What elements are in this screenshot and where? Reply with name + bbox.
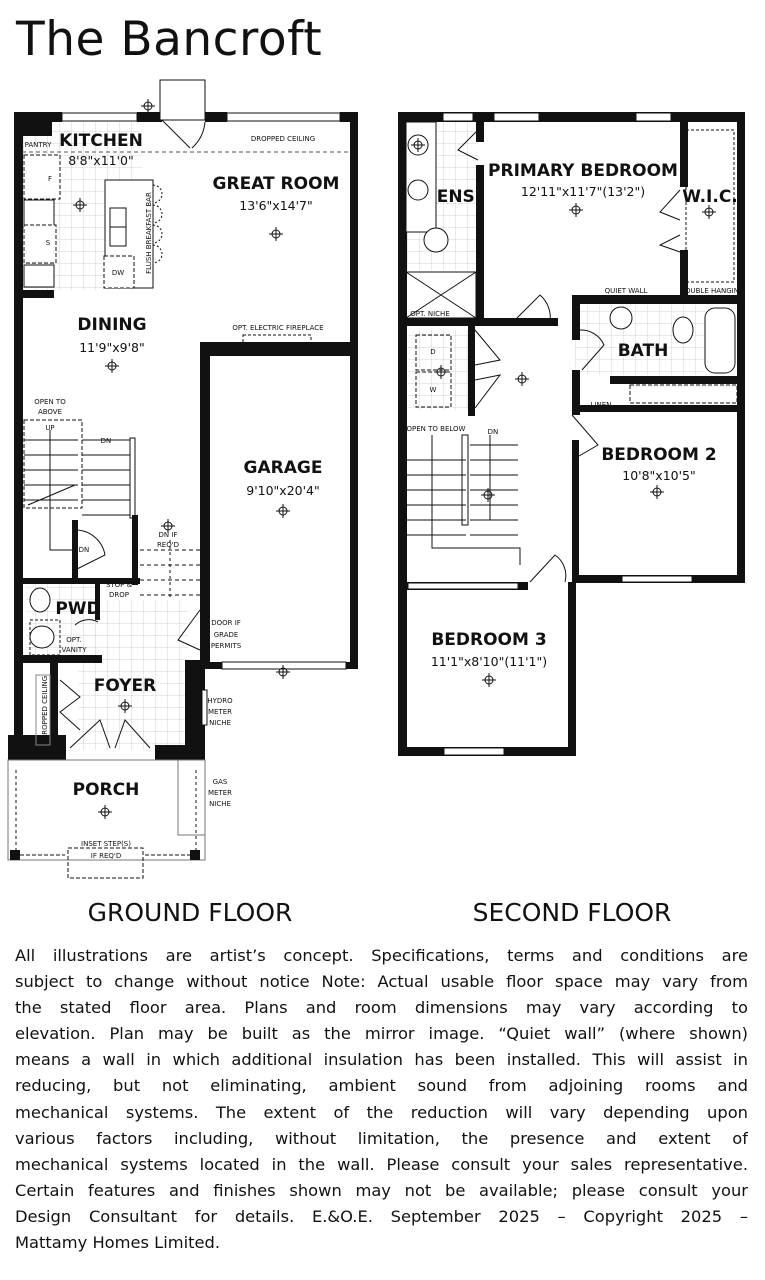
note-open-below: OPEN TO BELOW xyxy=(407,425,466,433)
note-fireplace: OPT. ELECTRIC FIREPLACE xyxy=(232,324,323,332)
note-open-above-2: ABOVE xyxy=(38,408,62,416)
room-name-kitchen: KITCHEN xyxy=(59,131,143,151)
note-double-hanging: DOUBLE HANGING xyxy=(680,287,745,295)
note-gas-3: NICHE xyxy=(209,800,231,808)
room-name-ensuite: ENS. xyxy=(437,187,482,207)
note-stove: S xyxy=(46,239,51,247)
room-name-bath: BATH xyxy=(618,341,669,361)
room-dims-dining: 11'9"x9'8" xyxy=(79,340,145,355)
note-dn-second: DN xyxy=(488,428,499,436)
room-name-foyer: FOYER xyxy=(94,676,156,696)
room-dims-bedroom-2: 10'8"x10'5" xyxy=(622,468,696,483)
note-opt-vanity-2: VANITY xyxy=(62,646,88,654)
room-name-pwd: PWD xyxy=(55,599,100,619)
room-name-bedroom-3: BEDROOM 3 xyxy=(431,630,546,650)
disclaimer-line: Mattamy Homes Limited. xyxy=(15,1233,221,1253)
note-linen: LINEN xyxy=(591,401,612,409)
note-dropped-ceiling: DROPPED CEILING xyxy=(251,135,315,143)
note-up: UP xyxy=(45,424,54,432)
room-name-dining: DINING xyxy=(77,315,146,335)
room-name-wic: W.I.C. xyxy=(682,187,738,207)
room-dims-great-room: 13'6"x14'7" xyxy=(239,198,313,213)
note-door-if-1: DOOR IF xyxy=(211,619,241,627)
note-stop-2: DROP xyxy=(109,591,129,599)
disclaimer-line: mechanical systems located in the wall. … xyxy=(15,1154,748,1174)
disclaimer: All illustrations are artist’s concept. … xyxy=(15,943,748,1256)
disclaimer-line: reducing, but not eliminating, ambient s… xyxy=(15,1076,748,1096)
note-dn-2: DN xyxy=(79,546,90,554)
floor-plans: KITCHEN 8'8"x11'0" GREAT ROOM 13'6"x14'7… xyxy=(7,79,745,879)
note-gas-1: GAS xyxy=(213,778,228,786)
note-dn-if-2: REQ'D xyxy=(157,541,179,549)
second-floor-label: SECOND FLOOR xyxy=(472,898,672,927)
disclaimer-line: mechanical systems. The extent of the re… xyxy=(15,1102,748,1122)
room-name-great-room: GREAT ROOM xyxy=(213,174,340,194)
note-fridge: F xyxy=(48,175,52,183)
room-name-garage: GARAGE xyxy=(244,458,323,478)
note-dishwasher: DW xyxy=(112,269,124,277)
disclaimer-line: subject to change without notice Note: A… xyxy=(15,972,748,992)
note-inset-1: INSET STEP(S) xyxy=(81,840,131,848)
note-hydro-1: HYDRO xyxy=(207,697,233,705)
note-opt-niche: OPT. NICHE xyxy=(410,310,450,318)
plan-title: The Bancroft xyxy=(16,12,323,67)
disclaimer-line: various factors including, without limit… xyxy=(15,1128,748,1148)
note-open-above-1: OPEN TO xyxy=(34,398,66,406)
room-name-porch: PORCH xyxy=(73,780,140,800)
note-dn-if-1: DN IF xyxy=(159,531,178,539)
note-inset-2: IF REQ'D xyxy=(91,852,121,860)
note-hydro-3: NICHE xyxy=(209,719,231,727)
ground-floor-plan: KITCHEN 8'8"x11'0" GREAT ROOM 13'6"x14'7… xyxy=(7,79,358,879)
room-dims-bedroom-3: 11'1"x8'10"(11'1") xyxy=(431,654,547,669)
note-hydro-2: METER xyxy=(208,708,232,716)
disclaimer-line: means a wall in which additional insulat… xyxy=(15,1050,748,1070)
note-opt-vanity-1: OPT. xyxy=(66,636,81,644)
room-dims-primary-bedroom: 12'11"x11'7"(13'2") xyxy=(521,184,645,199)
note-quiet-wall: QUIET WALL xyxy=(605,287,648,295)
note-washer: W xyxy=(430,386,437,394)
disclaimer-line: the stated floor area. Plans and room di… xyxy=(15,998,748,1018)
note-flush-breakfast-bar: FLUSH BREAKFAST BAR xyxy=(145,192,153,274)
note-stop-1: STOP & xyxy=(106,581,133,589)
note-dropped-ceiling-2: DROPPED CEILING xyxy=(41,676,49,740)
disclaimer-line: Certain features and finishes shown may … xyxy=(15,1180,748,1200)
ground-floor-label: GROUND FLOOR xyxy=(87,898,293,927)
room-name-primary-bedroom: PRIMARY BEDROOM xyxy=(488,161,678,181)
second-floor-plan: PRIMARY BEDROOM 12'11"x11'7"(13'2") ENS.… xyxy=(398,112,745,756)
disclaimer-line: elevation. Plan may be built as the mirr… xyxy=(15,1024,748,1044)
note-door-if-3: PERMITS xyxy=(211,642,242,650)
room-name-bedroom-2: BEDROOM 2 xyxy=(601,445,716,465)
room-dims-kitchen: 8'8"x11'0" xyxy=(68,153,134,168)
note-dryer: D xyxy=(430,348,435,356)
note-pantry: PANTRY xyxy=(25,141,52,149)
note-dn: DN xyxy=(101,437,112,445)
note-gas-2: METER xyxy=(208,789,232,797)
disclaimer-line: Design Consultant for details. E.&O.E. S… xyxy=(15,1206,748,1226)
note-door-if-2: GRADE xyxy=(214,631,239,639)
disclaimer-line: All illustrations are artist’s concept. … xyxy=(15,946,748,965)
room-dims-garage: 9'10"x20'4" xyxy=(246,483,320,498)
